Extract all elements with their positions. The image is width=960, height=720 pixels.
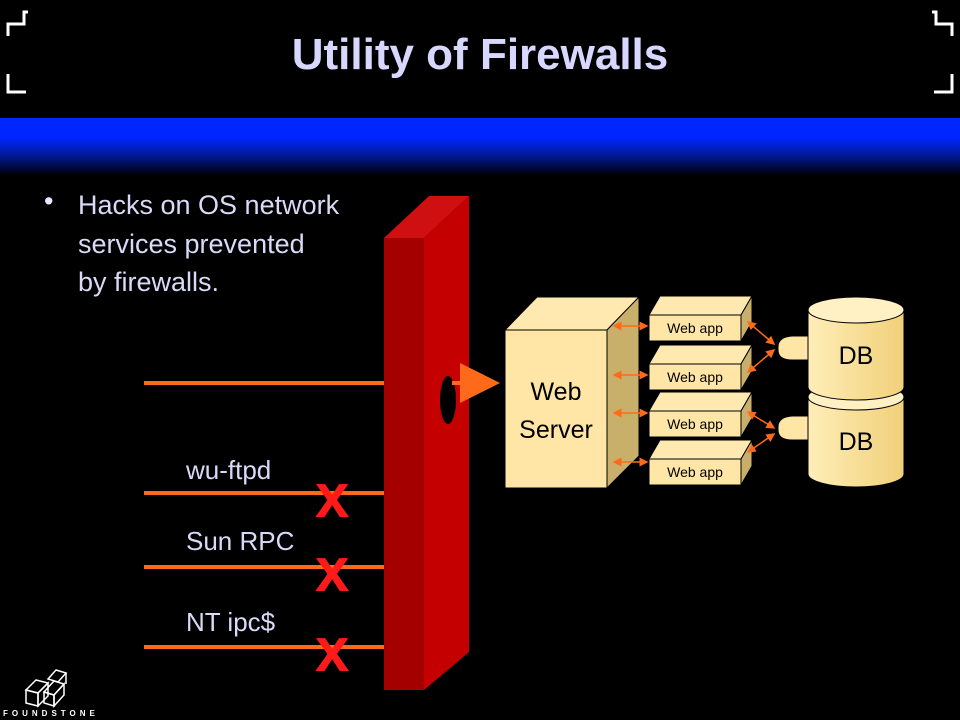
service-label-nt-ipc: NT ipc$	[186, 607, 276, 637]
bullet-text: Hacks on OS network services prevented b…	[78, 190, 340, 297]
web-app-3: Web app	[648, 390, 753, 439]
block-mark-1: x	[315, 462, 350, 531]
firewall-side	[424, 196, 469, 690]
server-app-arrows	[612, 321, 649, 467]
web-server: Web Server	[503, 295, 641, 490]
web-app-1: Web app	[648, 294, 753, 343]
web-app-2: Web app	[648, 343, 753, 392]
database-label-2: DB	[839, 428, 874, 456]
firewall-top	[384, 196, 469, 238]
app-db-arrows	[746, 321, 776, 453]
firewall-port	[440, 376, 456, 424]
database-1: DB	[777, 296, 905, 401]
foundstone-logo-icon	[24, 669, 68, 708]
firewall-front	[384, 238, 424, 690]
bullet-dot-icon: •	[44, 186, 54, 216]
web-server-label-line2: Server	[519, 416, 593, 444]
web-app-label-4: Web app	[667, 464, 723, 480]
database-2: DB	[777, 383, 905, 488]
service-label-wu-ftpd: wu-ftpd	[186, 455, 272, 485]
web-app-4: Web app	[648, 438, 753, 487]
slide-title: Utility of Firewalls	[291, 30, 669, 79]
web-app-label-1: Web app	[667, 320, 723, 336]
web-server-label-line1: Web	[531, 378, 582, 406]
firewall	[384, 196, 469, 690]
web-app-label-3: Web app	[667, 416, 723, 432]
title-band	[0, 118, 960, 174]
block-mark-2: x	[315, 536, 350, 605]
service-label-sun-rpc: Sun RPC	[186, 526, 295, 556]
database-label-1: DB	[839, 342, 874, 370]
block-mark-3: x	[315, 616, 350, 685]
foundstone-logo-text: FOUNDSTONE	[3, 709, 99, 718]
web-app-label-2: Web app	[667, 369, 723, 385]
